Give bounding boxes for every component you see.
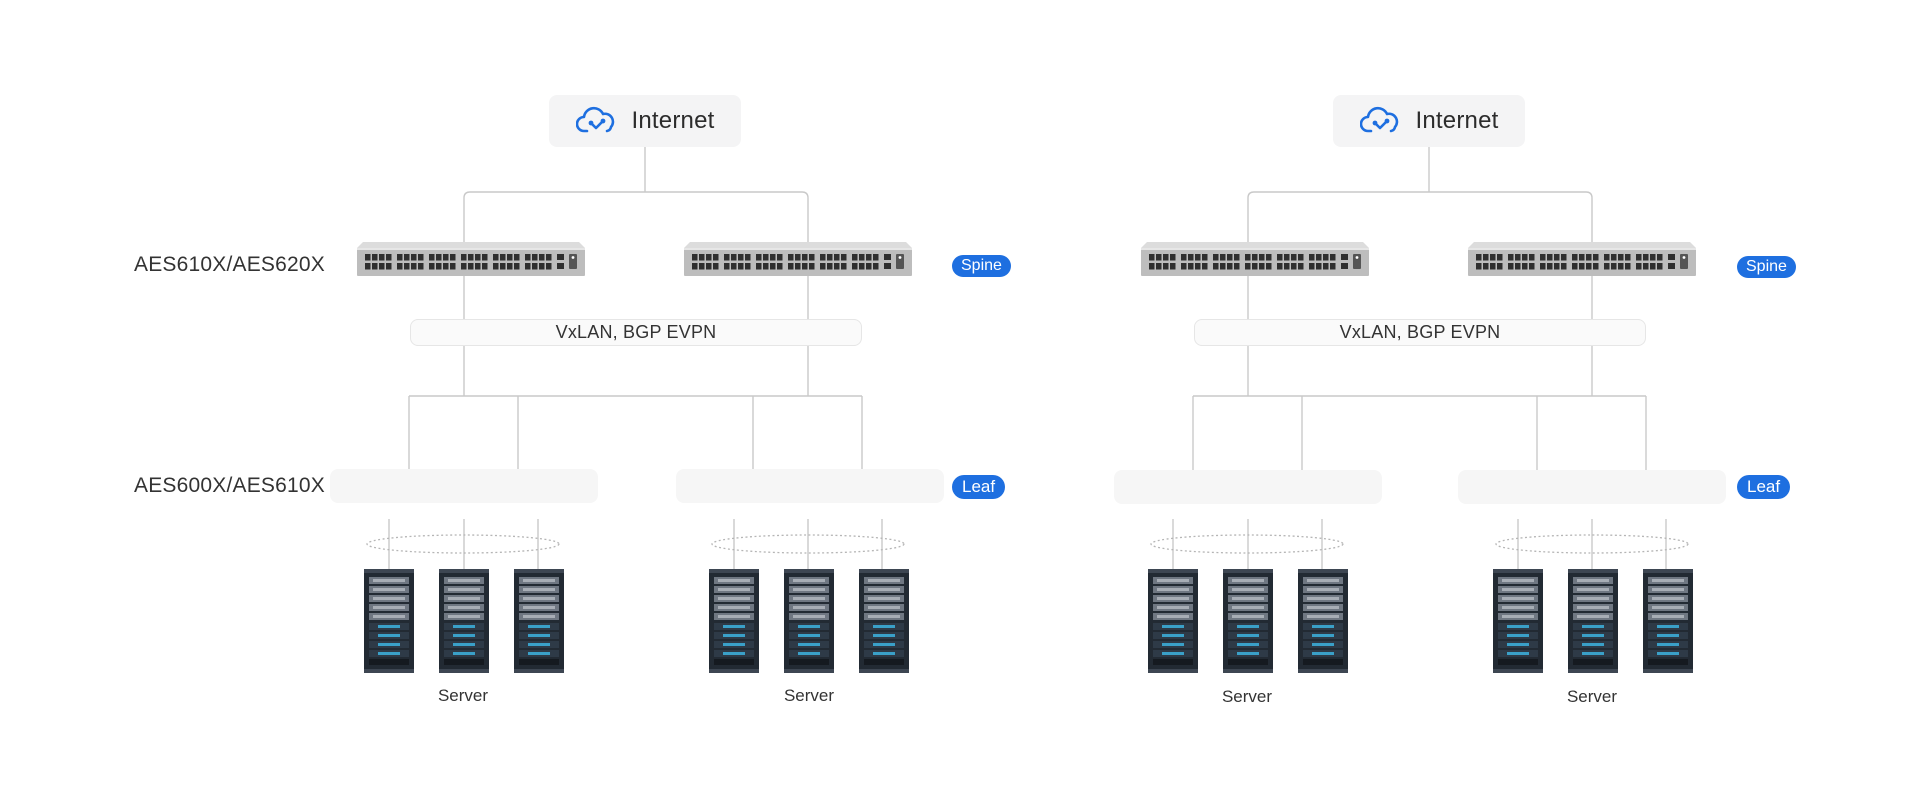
server-rack-icon <box>1148 569 1198 673</box>
server-label: Server <box>783 686 835 705</box>
server-rack-icon <box>709 569 759 673</box>
server-bond-ellipse-icon <box>366 534 560 554</box>
internet-node: Internet <box>1333 95 1525 147</box>
spine-switch-icon <box>1141 242 1369 276</box>
connection-lines <box>388 147 883 569</box>
connection-lines <box>1172 147 1667 569</box>
cloud-sync-icon <box>1359 106 1398 133</box>
leaf-pair-group <box>676 469 944 503</box>
server-label: Server <box>1566 687 1618 706</box>
leaf-model-label: AES600X/AES610X <box>134 474 325 497</box>
spine-switch-icon <box>684 242 912 276</box>
server-rack-icon <box>1298 569 1348 673</box>
server-label: Server <box>1221 687 1273 706</box>
spine-model-label: AES610X/AES620X <box>134 253 325 276</box>
server-rack-icon <box>1493 569 1543 673</box>
server-rack-icon <box>439 569 489 673</box>
internet-node: Internet <box>549 95 741 147</box>
server-rack-icon <box>364 569 414 673</box>
server-rack-icon <box>1223 569 1273 673</box>
server-rack-icon <box>859 569 909 673</box>
internet-label: Internet <box>631 107 715 134</box>
spine-tag: Spine <box>952 255 1011 277</box>
server-bond-ellipse-icon <box>1150 534 1344 554</box>
server-rack-icon <box>784 569 834 673</box>
server-bond-ellipse-icon <box>711 534 905 554</box>
server-rack-icon <box>1643 569 1693 673</box>
overlay-protocol-bar: VxLAN, BGP EVPN <box>410 319 862 346</box>
spine-tag: Spine <box>1737 256 1796 278</box>
server-rack-icon <box>1568 569 1618 673</box>
server-bond-ellipse-icon <box>1495 534 1689 554</box>
server-label: Server <box>437 686 489 705</box>
leaf-tag: Leaf <box>1737 475 1791 499</box>
server-rack-icon <box>514 569 564 673</box>
internet-label: Internet <box>1415 107 1499 134</box>
overlay-protocol-label: VxLAN, BGP EVPN <box>555 322 717 342</box>
leaf-tag: Leaf <box>952 475 1006 499</box>
overlay-protocol-bar: VxLAN, BGP EVPN <box>1194 319 1646 346</box>
spine-switch-icon <box>357 242 585 276</box>
leaf-pair-group <box>1458 470 1726 504</box>
spine-switch-icon <box>1468 242 1696 276</box>
cloud-sync-icon <box>575 106 614 133</box>
leaf-pair-group <box>1114 470 1382 504</box>
overlay-protocol-label: VxLAN, BGP EVPN <box>1339 322 1501 342</box>
leaf-pair-group <box>330 469 598 503</box>
